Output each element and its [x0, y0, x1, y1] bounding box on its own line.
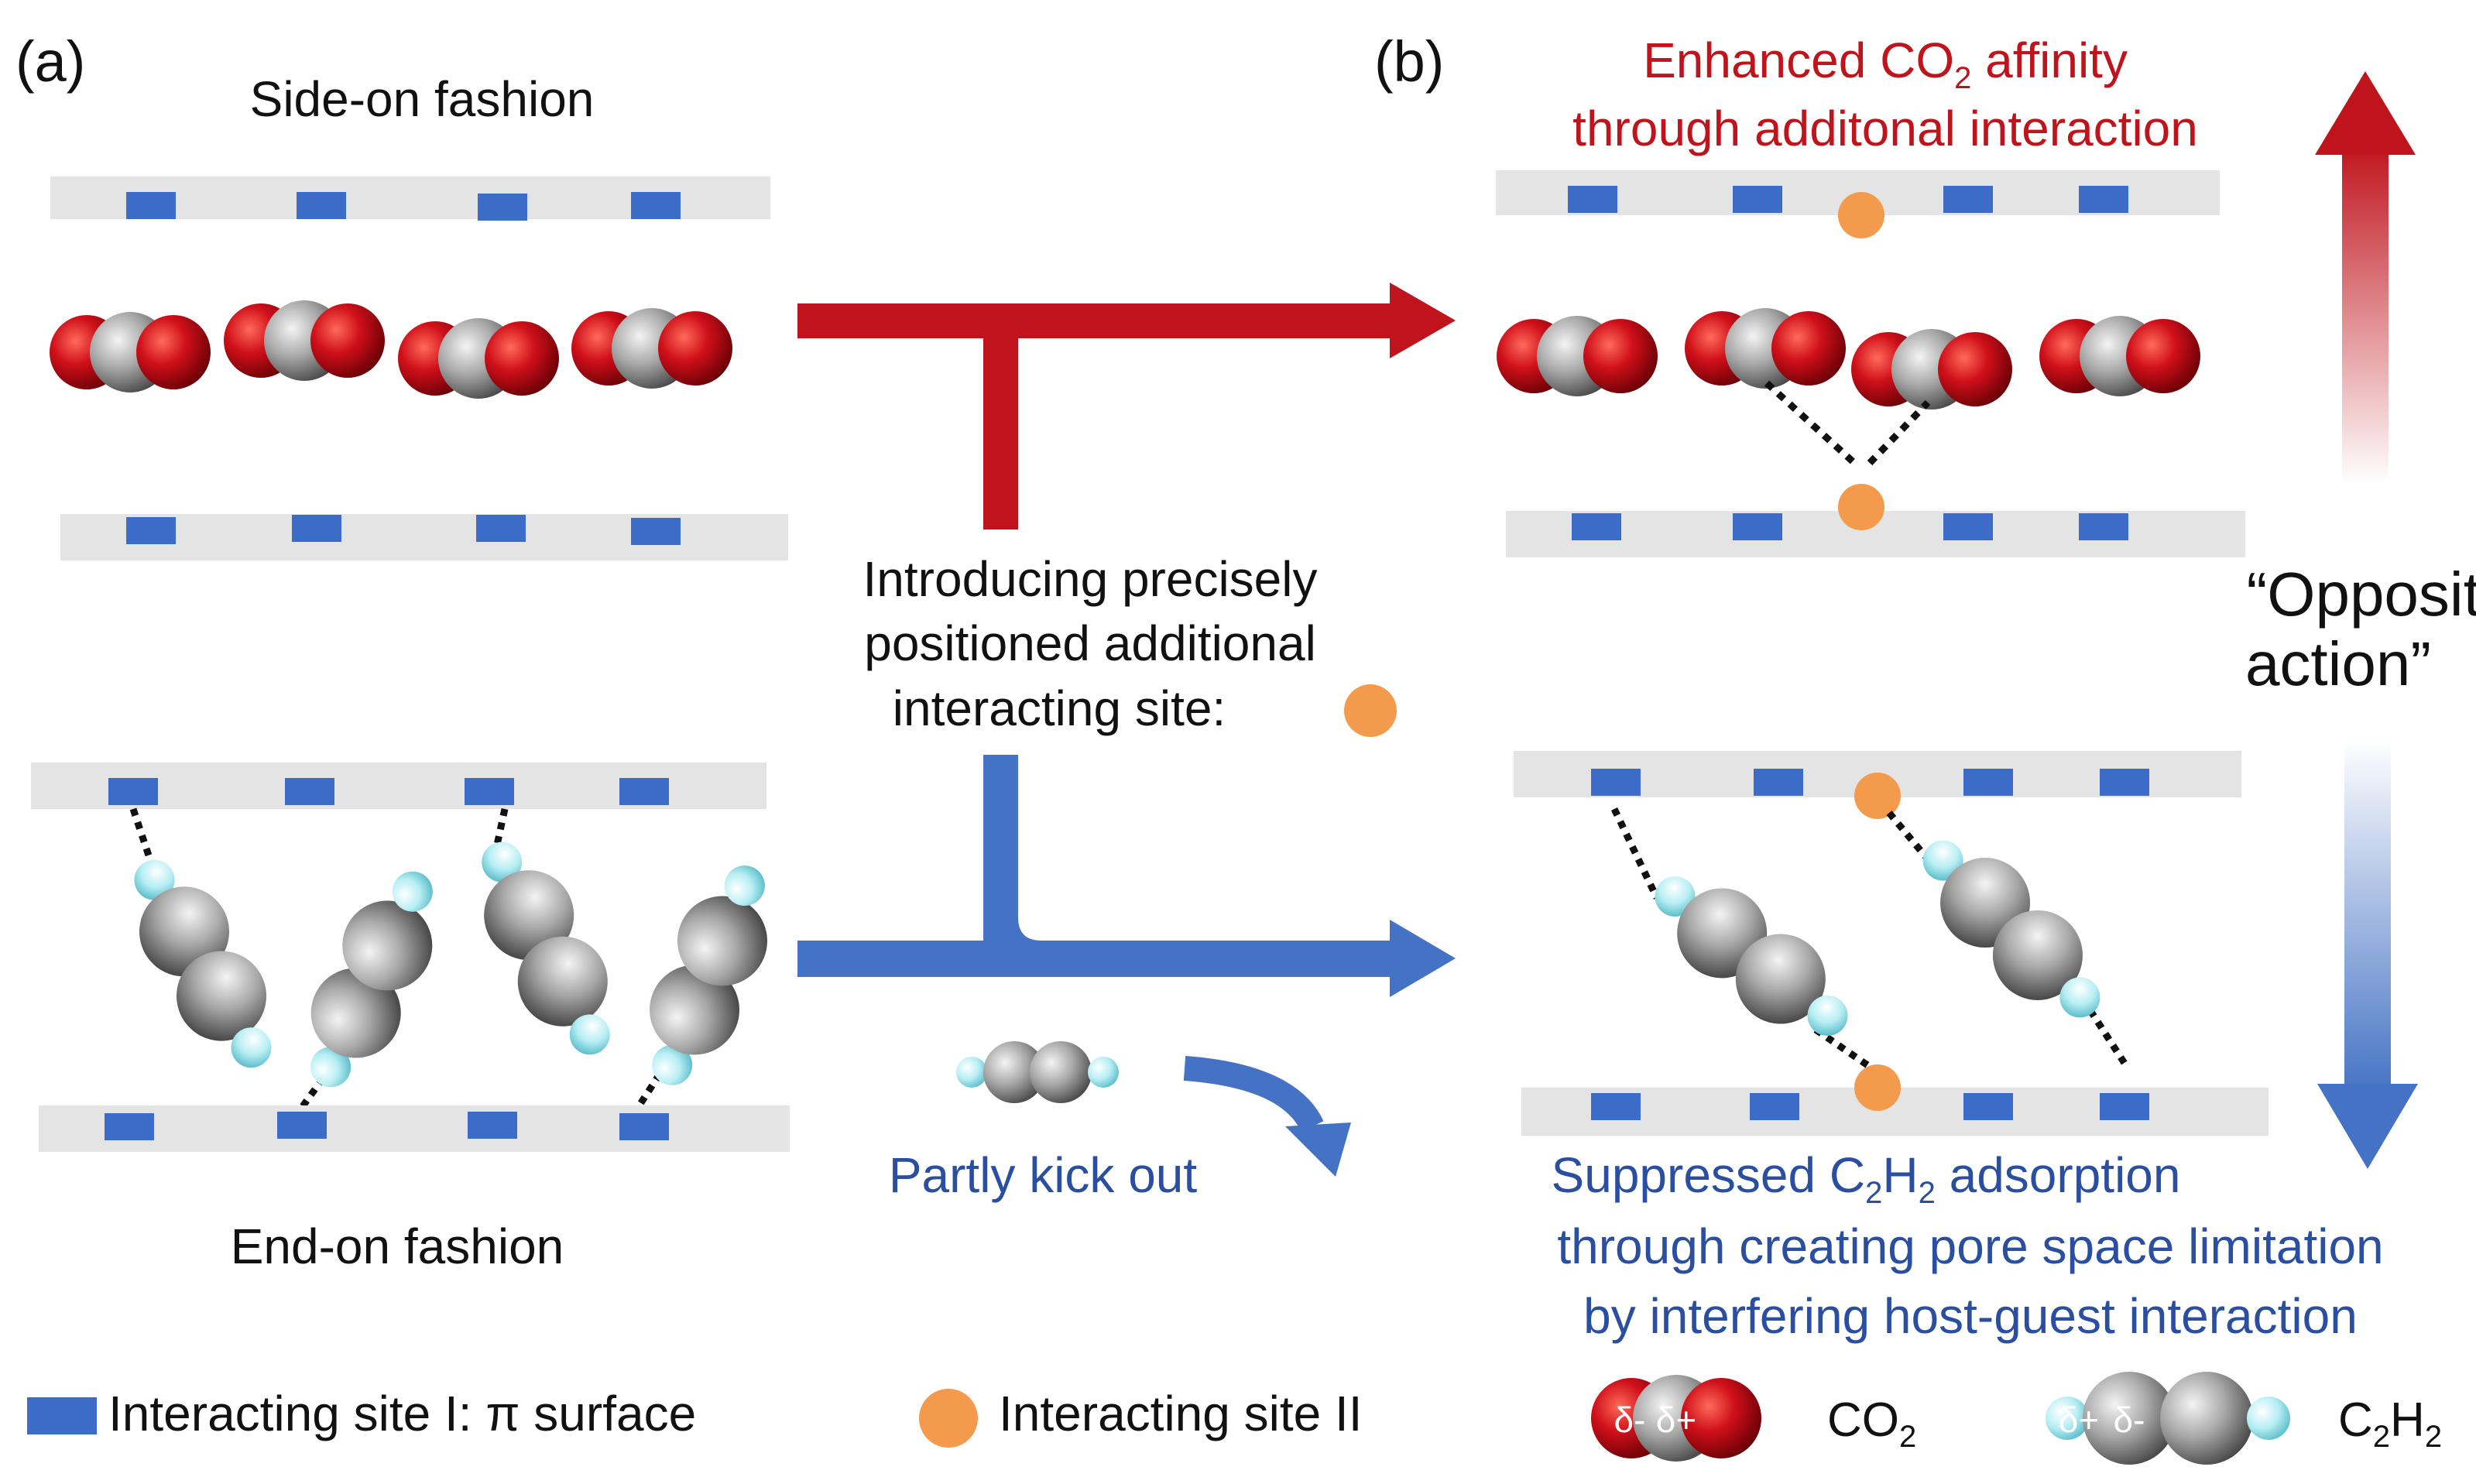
- legend-c2h2-delta-plus: δ+: [2059, 1400, 2099, 1440]
- site-ii: [1854, 1064, 1901, 1111]
- c2h2-molecule: [630, 865, 767, 1117]
- pi-site: [468, 1112, 517, 1139]
- panel-b-lower-plate: [1506, 484, 2245, 557]
- site-ii: [1838, 192, 1884, 238]
- down-gradient-arrow-shaft: [2344, 739, 2391, 1095]
- legend-site-i-swatch: [27, 1397, 97, 1434]
- co2-molecule: [50, 312, 211, 392]
- pi-site: [1568, 186, 1617, 213]
- pi-site: [619, 1113, 669, 1140]
- pi-site: [297, 192, 346, 219]
- pi-site: [1963, 1093, 2013, 1120]
- panel-a-top-plate: [50, 177, 770, 221]
- legend-co2-label: CO2: [1827, 1393, 1916, 1454]
- pi-site: [292, 515, 341, 542]
- c2h2-molecule: [482, 808, 610, 1055]
- red-arrow: [797, 283, 1456, 530]
- pi-site: [2079, 186, 2128, 213]
- pi-site: [1754, 769, 1803, 796]
- legend-site-ii-label: Interacting site II: [999, 1386, 1363, 1441]
- pi-site: [1733, 513, 1782, 540]
- end-on-caption: End-on fashion: [231, 1218, 564, 1274]
- panel-b-label: (b): [1374, 29, 1444, 94]
- pi-site: [1750, 1093, 1799, 1120]
- host-guest-text: by interfering host-guest interaction: [1583, 1288, 2358, 1344]
- pi-site: [126, 517, 176, 544]
- pi-site: [1591, 1093, 1641, 1120]
- legend-site-ii-swatch: [919, 1389, 978, 1448]
- pi-site: [1591, 769, 1641, 796]
- pi-site: [476, 515, 526, 542]
- legend-co2-delta-minus: δ-: [1614, 1400, 1646, 1440]
- pi-site: [2100, 1093, 2149, 1120]
- c2h2-molecule: [1886, 811, 2128, 1067]
- co2-molecule: [1851, 329, 2012, 410]
- site-ii-marker: [1344, 684, 1397, 737]
- co2-site-ii-interaction: [1764, 380, 1931, 466]
- kick-out-arrow: [1183, 1056, 1351, 1177]
- panel-a-lower-plate: [60, 514, 788, 560]
- pi-site: [105, 1113, 154, 1140]
- pi-site: [631, 192, 681, 219]
- pi-site: [277, 1112, 327, 1139]
- opposite-action-line1: “Opposite: [2247, 560, 2476, 629]
- up-gradient-arrow-head: [2315, 71, 2416, 155]
- site-ii: [1838, 484, 1884, 530]
- up-gradient-arrow-shaft: [2342, 143, 2389, 484]
- enhanced-co2-text: Enhanced CO2 affinity: [1643, 33, 2128, 95]
- legend: Interacting site I: π surface Interactin…: [27, 1372, 2442, 1465]
- co2-molecule: [2039, 316, 2200, 396]
- legend-co2-delta-plus: δ+: [1656, 1400, 1696, 1440]
- suppressed-c2h2-text: Suppressed C2H2 adsorption: [1552, 1147, 2181, 1210]
- pore-space-text: through creating pore space limitation: [1557, 1218, 2383, 1274]
- pi-site: [478, 194, 527, 221]
- pi-site: [1943, 513, 1993, 540]
- center-text-line1: Introducing precisely: [863, 551, 1318, 607]
- blue-arrow: [797, 755, 1456, 997]
- panel-b-c2h2-bottom-plate: [1521, 1064, 2269, 1136]
- down-gradient-arrow-head: [2317, 1084, 2418, 1169]
- pi-site: [285, 778, 334, 805]
- pi-site: [2079, 513, 2128, 540]
- co2-molecule: [1497, 316, 1658, 396]
- c2h2-molecule: [293, 871, 433, 1117]
- co2-molecule: [224, 300, 385, 381]
- pi-site: [619, 778, 669, 805]
- panel-a-bottom-plate: [39, 1105, 790, 1152]
- legend-co2-molecule: [1591, 1375, 1761, 1462]
- side-on-caption: Side-on fashion: [250, 71, 595, 127]
- co2-molecule: [571, 308, 732, 389]
- legend-c2h2-label: C2H2: [2338, 1393, 2442, 1454]
- pi-site: [1733, 186, 1782, 213]
- panel-b-top-plate: [1496, 170, 2220, 238]
- kicked-out-c2h2: [956, 1041, 1119, 1103]
- pi-site: [465, 778, 514, 805]
- panel-b-c2h2-upper-plate: [1514, 751, 2241, 819]
- legend-site-i-label: Interacting site I: π surface: [108, 1386, 696, 1441]
- legend-c2h2-molecule: [2046, 1372, 2290, 1465]
- c2h2-molecule: [129, 807, 272, 1068]
- panel-a-upper-plate-c2h2: [31, 763, 766, 809]
- kick-out-text: Partly kick out: [889, 1147, 1198, 1203]
- pi-site: [126, 192, 176, 219]
- pi-site: [631, 518, 681, 545]
- pi-site: [108, 778, 158, 805]
- additional-interaction-text: through additonal interaction: [1572, 101, 2198, 156]
- c2h2-molecule: [1610, 807, 1874, 1071]
- legend-c2h2-delta-minus: δ-: [2114, 1400, 2145, 1440]
- pi-site: [1963, 769, 2013, 796]
- opposite-action-line2: action”: [2245, 629, 2431, 698]
- pi-site: [2100, 769, 2149, 796]
- pi-site: [1943, 186, 1993, 213]
- co2-molecule: [398, 318, 559, 399]
- co2-molecule: [1685, 308, 1846, 389]
- site-ii: [1854, 773, 1901, 819]
- center-text-line2: positioned additional: [864, 615, 1316, 671]
- pi-site: [1572, 513, 1621, 540]
- panel-a-label: (a): [15, 29, 85, 94]
- center-text-line3: interacting site:: [893, 680, 1226, 736]
